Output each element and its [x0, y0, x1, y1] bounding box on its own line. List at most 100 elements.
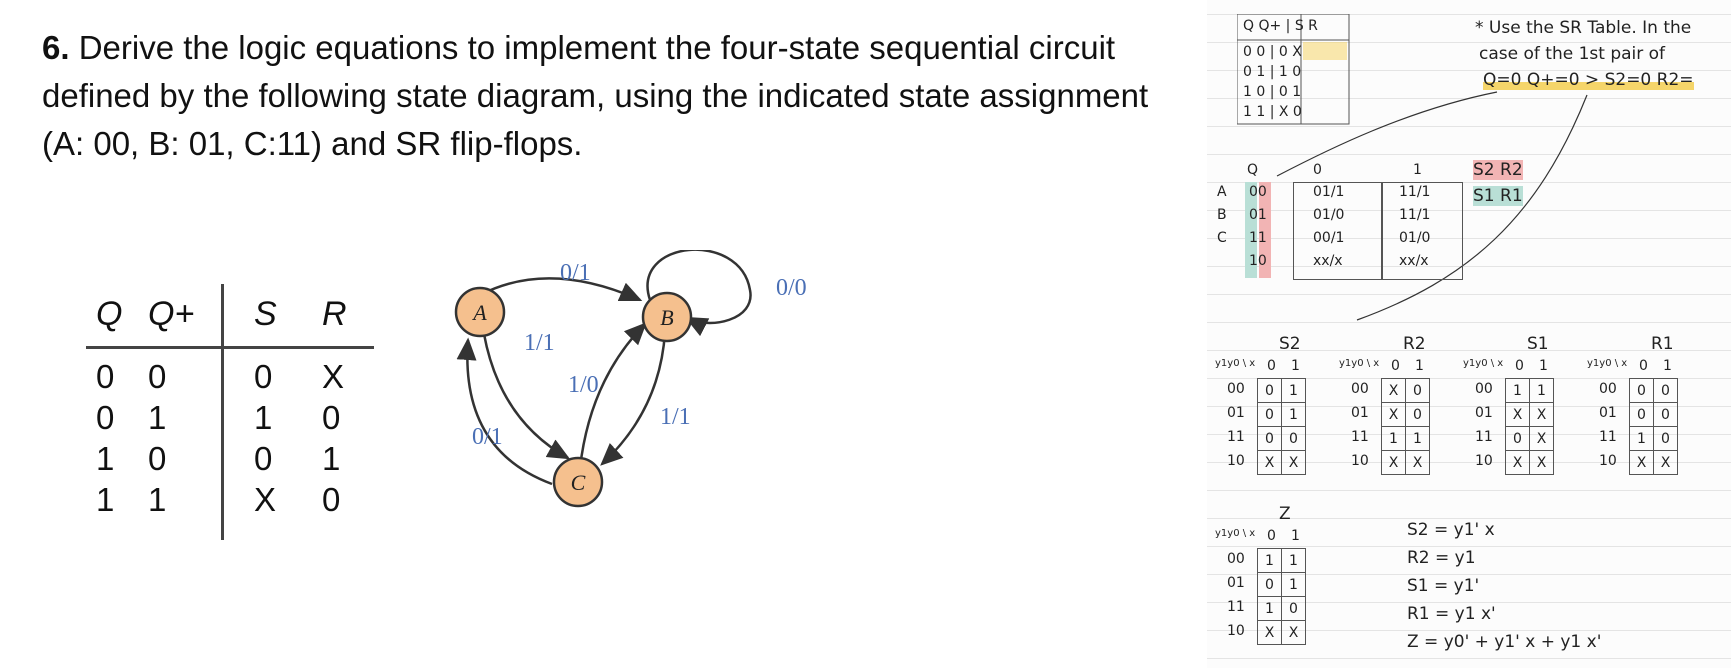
edge-label-c-a: 0/1 [472, 424, 503, 450]
kmap-cell: X [1629, 450, 1654, 475]
notes-sr-row-4: 1 1 | X 0 [1243, 104, 1302, 120]
state-table-name: C [1217, 230, 1227, 246]
kmap-corner: y1y0 \ x [1587, 358, 1628, 369]
edge-b-self [646, 250, 752, 337]
ruled-line [1207, 546, 1731, 547]
kmap-cell: 1 [1281, 572, 1306, 597]
kmap-title: R2 [1403, 334, 1426, 354]
ruled-line [1207, 126, 1731, 127]
kmap-row-label: 01 [1227, 405, 1245, 421]
ruled-line [1207, 154, 1731, 155]
equation-r2: R2 = y1 [1407, 548, 1476, 568]
ruled-line [1207, 602, 1731, 603]
edge-c-to-a [456, 337, 553, 486]
kmap-cell: X [1529, 450, 1554, 475]
state-c [552, 456, 604, 508]
state-table-x0-cell: 00/1 [1313, 230, 1345, 246]
kmap-cell: 0 [1405, 402, 1430, 427]
notes-instruction-2: case of the 1st pair of [1479, 44, 1666, 64]
kmap-cell: 0 [1405, 378, 1430, 403]
sr-cell: 0 [322, 399, 341, 436]
kmap-corner: y1y0 \ x [1215, 358, 1256, 369]
kmap-row-label: 11 [1475, 429, 1493, 445]
kmap-col-label: 1 [1415, 358, 1424, 374]
kmap-row-label: 00 [1475, 381, 1493, 397]
ruled-line [1207, 42, 1731, 43]
sr-table-hline [86, 346, 374, 349]
kmap-row-label: 11 [1599, 429, 1617, 445]
highlight-pink [1259, 182, 1271, 278]
state-b [641, 291, 693, 343]
ruled-line [1207, 350, 1731, 351]
notes-legend-s1r1: S1 R1 [1473, 186, 1523, 206]
kmap-cell: X [1257, 450, 1282, 475]
ruled-line [1207, 574, 1731, 575]
state-table-col-x1: 1 [1413, 162, 1422, 178]
kmap-col-label: 1 [1663, 358, 1672, 374]
edge-label-c-b: 1/0 [568, 372, 599, 398]
sr-table-vline [221, 284, 224, 540]
kmap-title: S2 [1279, 334, 1301, 354]
kmap-cell: X [1257, 620, 1282, 645]
equation-s1: S1 = y1' [1407, 576, 1480, 596]
kmap-cell: 0 [1653, 402, 1678, 427]
kmap-cell: X [1381, 402, 1406, 427]
ruled-line [1207, 434, 1731, 435]
equation-r1: R1 = y1 x' [1407, 604, 1496, 624]
sr-cell: 1 [322, 440, 341, 477]
sr-cell: X [254, 481, 277, 518]
kmap-cell: 1 [1281, 402, 1306, 427]
kmap-row-label: 10 [1475, 453, 1493, 469]
kmap-corner: y1y0 \ x [1215, 528, 1256, 539]
notes-connectors [1276, 91, 1588, 321]
state-table-x1-cell: 01/0 [1399, 230, 1431, 246]
sr-header-r: R [322, 295, 347, 333]
notes-sr-header: Q Q+ | S R [1243, 18, 1318, 34]
state-table-frame-x0 [1293, 182, 1383, 280]
kmap-cell: X [1529, 402, 1554, 427]
notes-sr-row-3: 1 0 | 0 1 [1243, 84, 1302, 100]
kmap-cell: X [1405, 450, 1430, 475]
kmap-cell: 0 [1629, 378, 1654, 403]
kmap-cell: X [1505, 450, 1530, 475]
sr-header-q: Q [96, 295, 123, 333]
kmap-col-label: 0 [1267, 528, 1276, 544]
kmap-cell: 0 [1281, 426, 1306, 451]
kmap-row-label: 00 [1351, 381, 1369, 397]
ruled-line [1207, 322, 1731, 323]
ruled-line [1207, 238, 1731, 239]
ruled-line [1207, 182, 1731, 183]
edge-label-b-self: 0/0 [776, 275, 807, 301]
kmap-col-label: 1 [1539, 358, 1548, 374]
kmap-cell: 0 [1257, 402, 1282, 427]
ruled-line [1207, 266, 1731, 267]
sr-header-qplus: Q+ [148, 295, 195, 333]
notes-sr-row-2: 0 1 | 1 0 [1243, 64, 1302, 80]
edge-a-to-b [481, 277, 643, 302]
notes-legend-s2r2: S2 R2 [1473, 160, 1523, 180]
kmap-cell: 0 [1281, 596, 1306, 621]
state-table-x1-cell: 11/1 [1399, 184, 1431, 200]
sr-cell: 1 [254, 399, 273, 436]
ruled-line [1207, 658, 1731, 659]
sr-header-s: S [254, 295, 277, 333]
sr-cell: X [322, 358, 345, 395]
state-table-x1-cell: xx/x [1399, 253, 1429, 269]
ruled-line [1207, 378, 1731, 379]
edge-a-to-c [482, 333, 571, 460]
kmap-row-label: 01 [1351, 405, 1369, 421]
sr-cell: 0 [254, 358, 273, 395]
sr-cell: 1 [96, 481, 115, 518]
kmap-title: R1 [1651, 334, 1674, 354]
edge-b-to-c [600, 331, 667, 466]
equation-s2: S2 = y1' x [1407, 520, 1495, 540]
handwritten-notes: Q Q+ | S R 0 0 | 0 X 0 1 | 1 0 1 0 | 0 1… [1207, 0, 1731, 668]
ruled-line [1207, 70, 1731, 71]
state-table-x0-cell: 01/1 [1313, 184, 1345, 200]
kmap-col-label: 1 [1291, 358, 1300, 374]
ruled-line [1207, 210, 1731, 211]
kmap-cell: 0 [1257, 572, 1282, 597]
kmap-cell: 1 [1629, 426, 1654, 451]
kmap-row-label: 10 [1351, 453, 1369, 469]
state-table-x0-cell: xx/x [1313, 253, 1343, 269]
